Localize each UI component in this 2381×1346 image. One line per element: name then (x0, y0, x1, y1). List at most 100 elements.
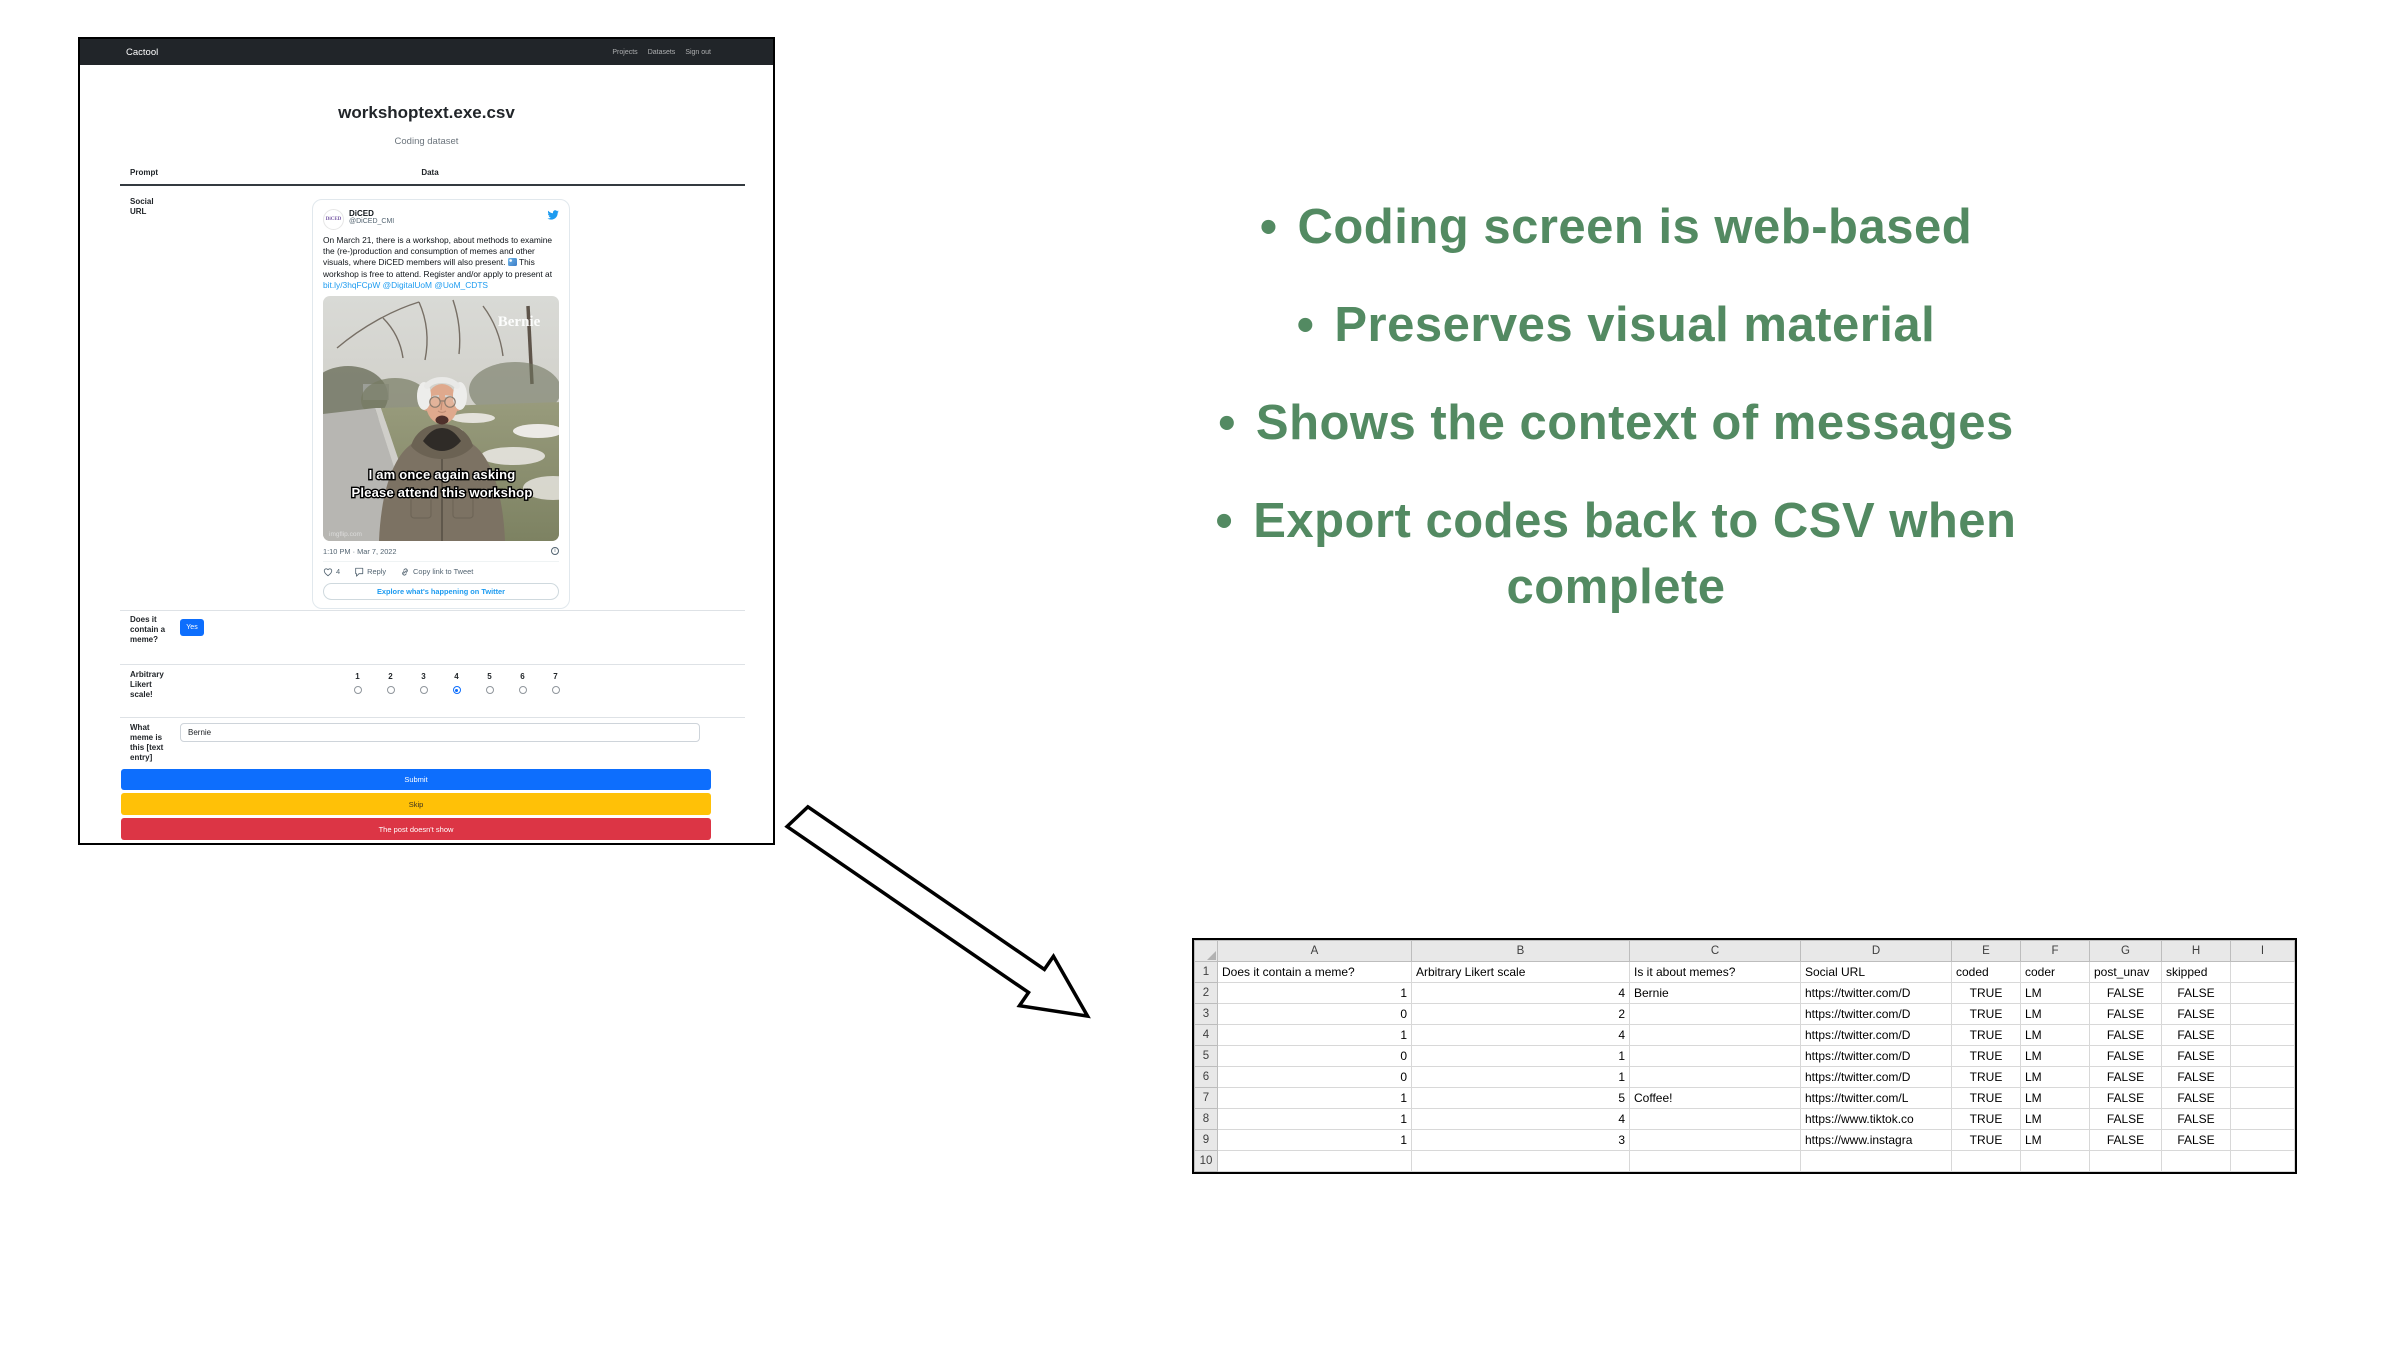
avatar: DiCED (323, 209, 344, 230)
cell (2161, 1150, 2231, 1172)
column-header-prompt: Prompt (130, 168, 158, 177)
likert-option-7[interactable]: 7 (539, 672, 572, 699)
cell (2089, 1150, 2162, 1172)
cell (2230, 1129, 2295, 1151)
bullet-dot: • (1215, 494, 1234, 548)
tweet-link[interactable]: @DigitalUoM (382, 279, 433, 290)
submit-button[interactable]: Submit (121, 769, 711, 790)
row-header-6: 6 (1194, 1066, 1218, 1088)
cell (1629, 1024, 1801, 1046)
cell: LM (2020, 982, 2090, 1004)
cell: coded (1951, 961, 2021, 983)
reply-label: Reply (367, 567, 387, 577)
nav-link-datasets[interactable]: Datasets (647, 48, 676, 56)
tree-branches (336, 299, 504, 360)
tweet-image[interactable]: Bernie (323, 295, 559, 541)
meme-name-input[interactable] (180, 723, 700, 742)
cell (2230, 1024, 2295, 1046)
row-divider (120, 717, 745, 718)
likert-option-3[interactable]: 3 (407, 672, 440, 699)
cell: FALSE (2161, 1129, 2231, 1151)
likert-option-1[interactable]: 1 (341, 672, 374, 699)
post-doesnt-show-button[interactable]: The post doesn't show (121, 818, 711, 840)
likert-radio[interactable] (485, 686, 494, 694)
column-header-F: F (2020, 940, 2090, 962)
app-navbar: Cactool Projects Datasets Sign out (80, 39, 773, 65)
cell: FALSE (2089, 1087, 2162, 1109)
link-icon (402, 568, 408, 576)
cell: Does it contain a meme? (1217, 961, 1412, 983)
question-likert-label: Arbitrary Likert scale! (130, 670, 164, 699)
cell: https://twitter.com/D (1800, 1045, 1952, 1067)
skip-button[interactable]: Skip (121, 793, 711, 815)
cell: LM (2020, 1003, 2090, 1025)
bullet-dot: • (1259, 200, 1278, 254)
tweet-header: DiCED DiCED @DiCED_CMI (323, 209, 559, 230)
nav-link-sign-out[interactable]: Sign out (685, 48, 711, 56)
cell: Bernie (1629, 982, 1801, 1004)
yes-toggle-button[interactable]: Yes (180, 619, 204, 636)
question-text-entry-label: What meme is this [text entry] (130, 723, 164, 762)
column-header-I: I (2230, 940, 2295, 962)
cell: FALSE (2089, 1024, 2162, 1046)
likert-radio[interactable] (518, 686, 527, 694)
cell: LM (2020, 1087, 2090, 1109)
cell: 1 (1217, 1024, 1412, 1046)
cell: TRUE (1951, 1066, 2021, 1088)
cell: FALSE (2161, 1024, 2231, 1046)
row-header-2: 2 (1194, 982, 1218, 1004)
row-header-8: 8 (1194, 1108, 1218, 1130)
cell (1951, 1150, 2021, 1172)
cell (1629, 1108, 1801, 1130)
cell (1800, 1150, 1952, 1172)
likert-option-5[interactable]: 5 (473, 672, 506, 699)
likert-option-2[interactable]: 2 (374, 672, 407, 699)
navbar-brand[interactable]: Cactool (126, 46, 159, 58)
copy-link-button[interactable]: Copy link to Tweet (400, 567, 473, 577)
explore-twitter-button[interactable]: Explore what's happening on Twitter (323, 582, 559, 600)
row-header-1: 1 (1194, 961, 1218, 983)
cell: 3 (1411, 1129, 1630, 1151)
likert-radio[interactable] (551, 686, 560, 694)
twitter-bird-icon[interactable] (547, 209, 559, 221)
cell: FALSE (2089, 1108, 2162, 1130)
cell: TRUE (1951, 1087, 2021, 1109)
cell (2230, 1108, 2295, 1130)
column-header-H: H (2161, 940, 2231, 962)
tweet-link[interactable]: @UoM_CDTS (434, 279, 489, 290)
cell: 4 (1411, 1108, 1630, 1130)
like-button[interactable]: 4 (323, 567, 340, 577)
cell: 5 (1411, 1087, 1630, 1109)
likert-option-6[interactable]: 6 (506, 672, 539, 699)
heart-icon (323, 568, 333, 577)
likert-radio-selected[interactable] (452, 686, 461, 694)
tweet-link[interactable]: bit.ly/3hqFCpW (323, 279, 381, 290)
likert-option-4[interactable]: 4 (440, 672, 473, 699)
tweet-author-handle: @DiCED_CMI (349, 218, 395, 226)
cell: 1 (1411, 1066, 1630, 1088)
likert-radio[interactable] (419, 686, 428, 694)
reply-button[interactable]: Reply (354, 567, 386, 577)
dataset-title: workshoptext.exe.csv (338, 103, 515, 122)
cell (2230, 1087, 2295, 1109)
likert-radio[interactable] (353, 686, 362, 694)
nav-link-projects[interactable]: Projects (612, 48, 638, 56)
cell: FALSE (2161, 1045, 2231, 1067)
imgflip-credit: imgflip.com (329, 531, 362, 538)
cell: LM (2020, 1129, 2090, 1151)
cell (2230, 1150, 2295, 1172)
cell: Coffee! (1629, 1087, 1801, 1109)
likert-radio[interactable] (386, 686, 395, 694)
info-icon[interactable]: i (551, 547, 559, 556)
cell (2230, 1003, 2295, 1025)
bullet-3: •Shows the context of messages (1218, 396, 2014, 450)
tweet-text-segment: This workshop is free to attend. Registe… (323, 257, 553, 279)
cell: TRUE (1951, 1003, 2021, 1025)
cell (2230, 961, 2295, 983)
cell: Is it about memes? (1629, 961, 1801, 983)
